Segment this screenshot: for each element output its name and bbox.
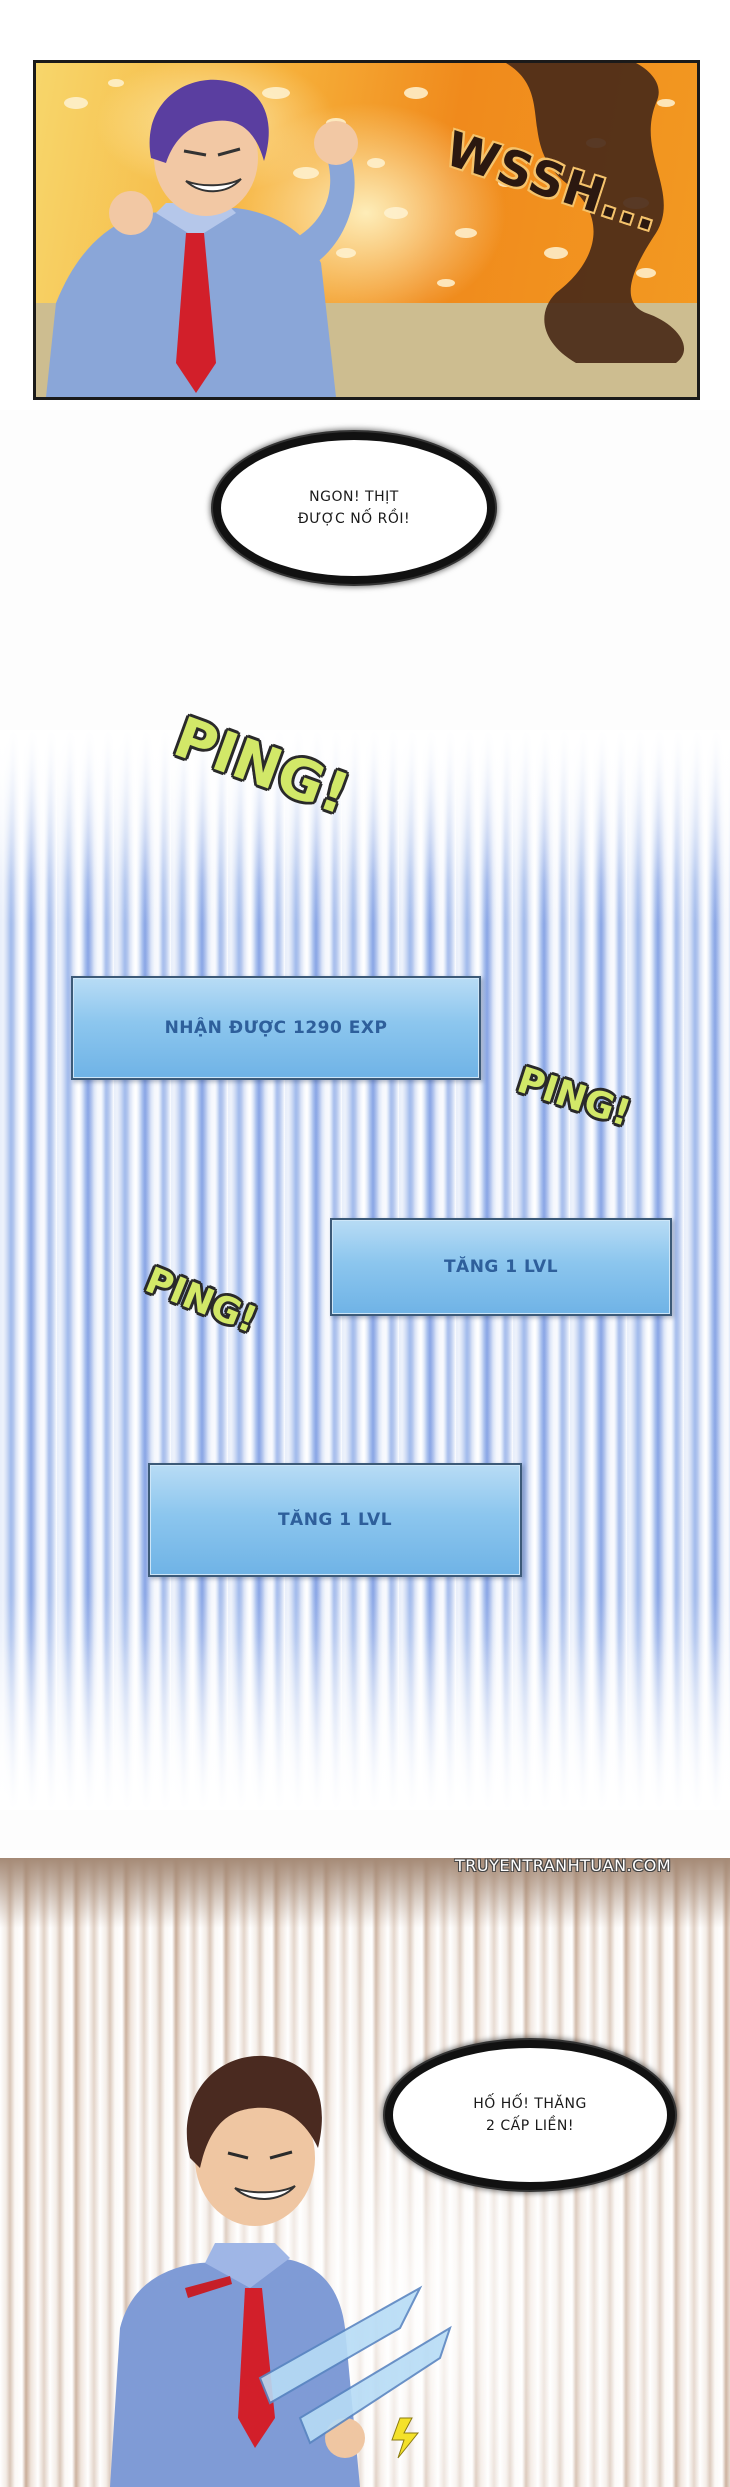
panel-fire-scene: WSSH... (33, 60, 700, 400)
system-text-level-up-1: TĂNG 1 LVL (443, 1257, 559, 1277)
speech-bubble-level-up: HỐ HỐ! THĂNG 2 CẤP LIỀN! (385, 2040, 675, 2190)
system-text-exp: NHẬN ĐƯỢC 1290 EXP (164, 1018, 388, 1038)
system-box-level-up-1: TĂNG 1 LVL (330, 1218, 672, 1316)
system-box-level-up-2: TĂNG 1 LVL (148, 1463, 522, 1577)
watermark: TRUYENTRANHTUAN.COM (455, 1856, 672, 1875)
speech-text-meat-ready: NGON! THỊT ĐƯỢC NỐ RỒI! (297, 489, 411, 527)
speech-text-level-up: HỐ HỐ! THĂNG 2 CẤP LIỀN! (473, 2096, 587, 2134)
speech-bubble-meat-ready: NGON! THỊT ĐƯỢC NỐ RỒI! (213, 432, 495, 584)
system-box-exp: NHẬN ĐƯỢC 1290 EXP (71, 976, 481, 1080)
system-text-level-up-2: TĂNG 1 LVL (277, 1510, 393, 1530)
panel-fire-artwork (36, 63, 697, 397)
panel-celebration-artwork (110, 2055, 452, 2487)
